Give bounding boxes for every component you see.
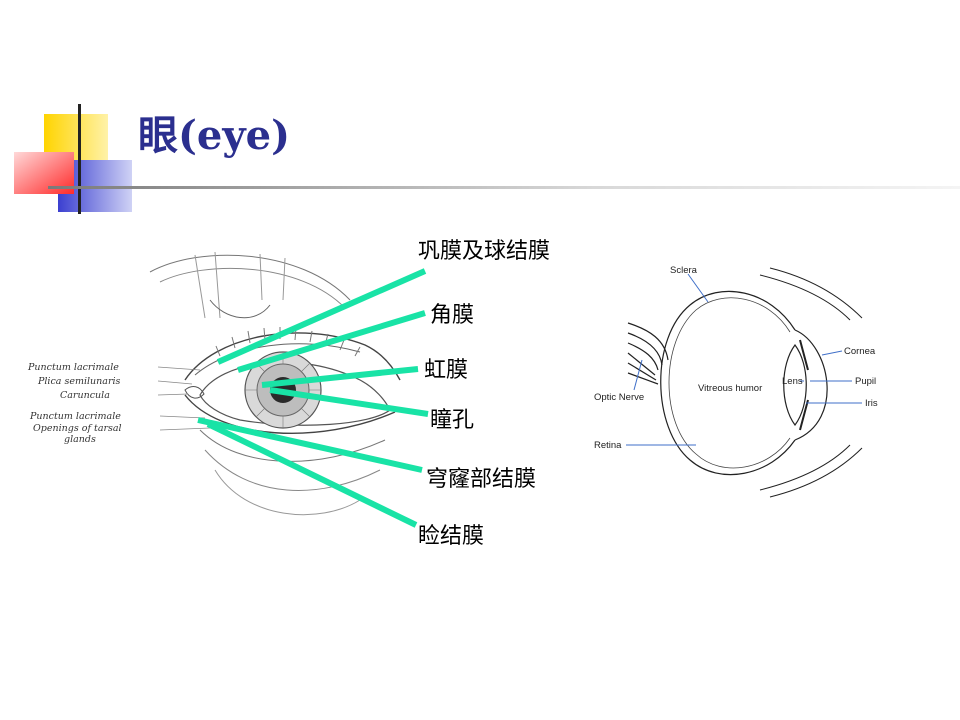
label-iris: Iris [865, 398, 878, 409]
engraving-label-punctum-upper: Punctum lacrimale [27, 362, 119, 373]
leader-sclera [687, 273, 709, 303]
label-cornea: Cornea [844, 346, 876, 357]
callout-label-pupil: 瞳孔 [430, 408, 475, 433]
callout-label-sclera-conjunctiva: 巩膜及球结膜 [418, 239, 551, 264]
engraving-label-glands: glands [64, 434, 96, 445]
label-sclera: Sclera [670, 265, 698, 276]
callout-line-fornix [197, 417, 423, 473]
label-optic-nerve: Optic Nerve [594, 392, 644, 403]
engraving-label-caruncula: Caruncula [60, 390, 110, 401]
leader-cornea [821, 350, 843, 356]
callout-line-iris [261, 366, 419, 388]
leader-optic-nerve [633, 359, 643, 391]
callout-line-palpebral [206, 421, 418, 528]
callout-line-pupil [269, 387, 429, 417]
engraving-label-punctum-lower: Punctum lacrimale [29, 411, 121, 422]
callout-label-cornea: 角膜 [430, 303, 475, 328]
deco-horizontal-rule [48, 186, 960, 189]
label-lens: Lens [782, 376, 803, 387]
callout-label-fornix-conjunctiva: 穹窿部结膜 [426, 467, 537, 492]
callout-label-palpebral-conjunctiva: 睑结膜 [418, 524, 485, 549]
page-title: 眼(eye) [138, 112, 290, 159]
engraving-label-tarsal-openings: Openings of tarsal [33, 423, 122, 434]
label-vitreous-humor: Vitreous humor [698, 383, 762, 394]
engraving-label-plica: Plica semilunaris [37, 376, 121, 387]
deco-vertical-bar [78, 104, 81, 214]
label-pupil: Pupil [855, 376, 876, 387]
label-retina: Retina [594, 440, 622, 451]
callout-line-cornea [237, 310, 426, 373]
callout-line-sclera [216, 268, 427, 365]
callout-label-iris: 虹膜 [424, 358, 469, 383]
